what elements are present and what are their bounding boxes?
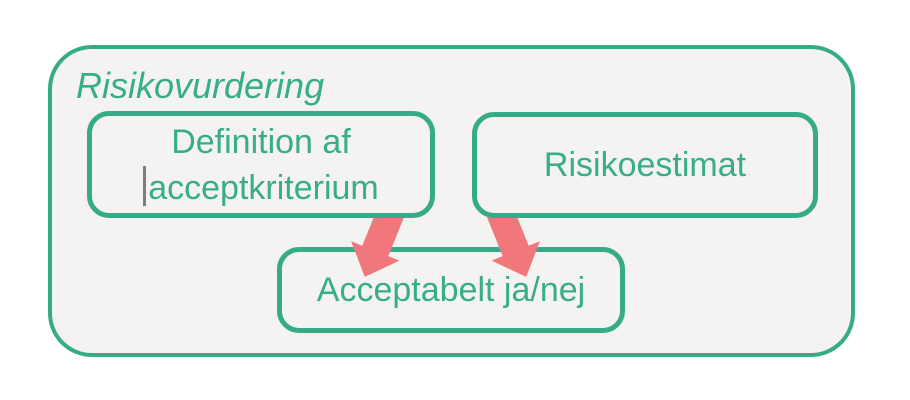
definition-line1: Definition af (171, 122, 351, 161)
node-estimat-label: Risikoestimat (543, 146, 747, 184)
node-definition-af-acceptkriterium[interactable]: Definition af acceptkriterium (87, 111, 435, 218)
definition-line2: acceptkriterium (148, 168, 379, 207)
node-definition-text: Definition af acceptkriterium (143, 119, 379, 211)
node-acceptabelt-label: Acceptabelt ja/nej (316, 271, 586, 309)
node-acceptabelt-ja-nej[interactable]: Acceptabelt ja/nej (277, 247, 625, 333)
text-cursor (143, 165, 147, 206)
risikovurdering-group-box: Risikovurdering Definition af acceptkrit… (48, 45, 855, 357)
diagram-title: Risikovurdering (76, 65, 325, 106)
node-risikoestimat[interactable]: Risikoestimat (472, 112, 818, 218)
